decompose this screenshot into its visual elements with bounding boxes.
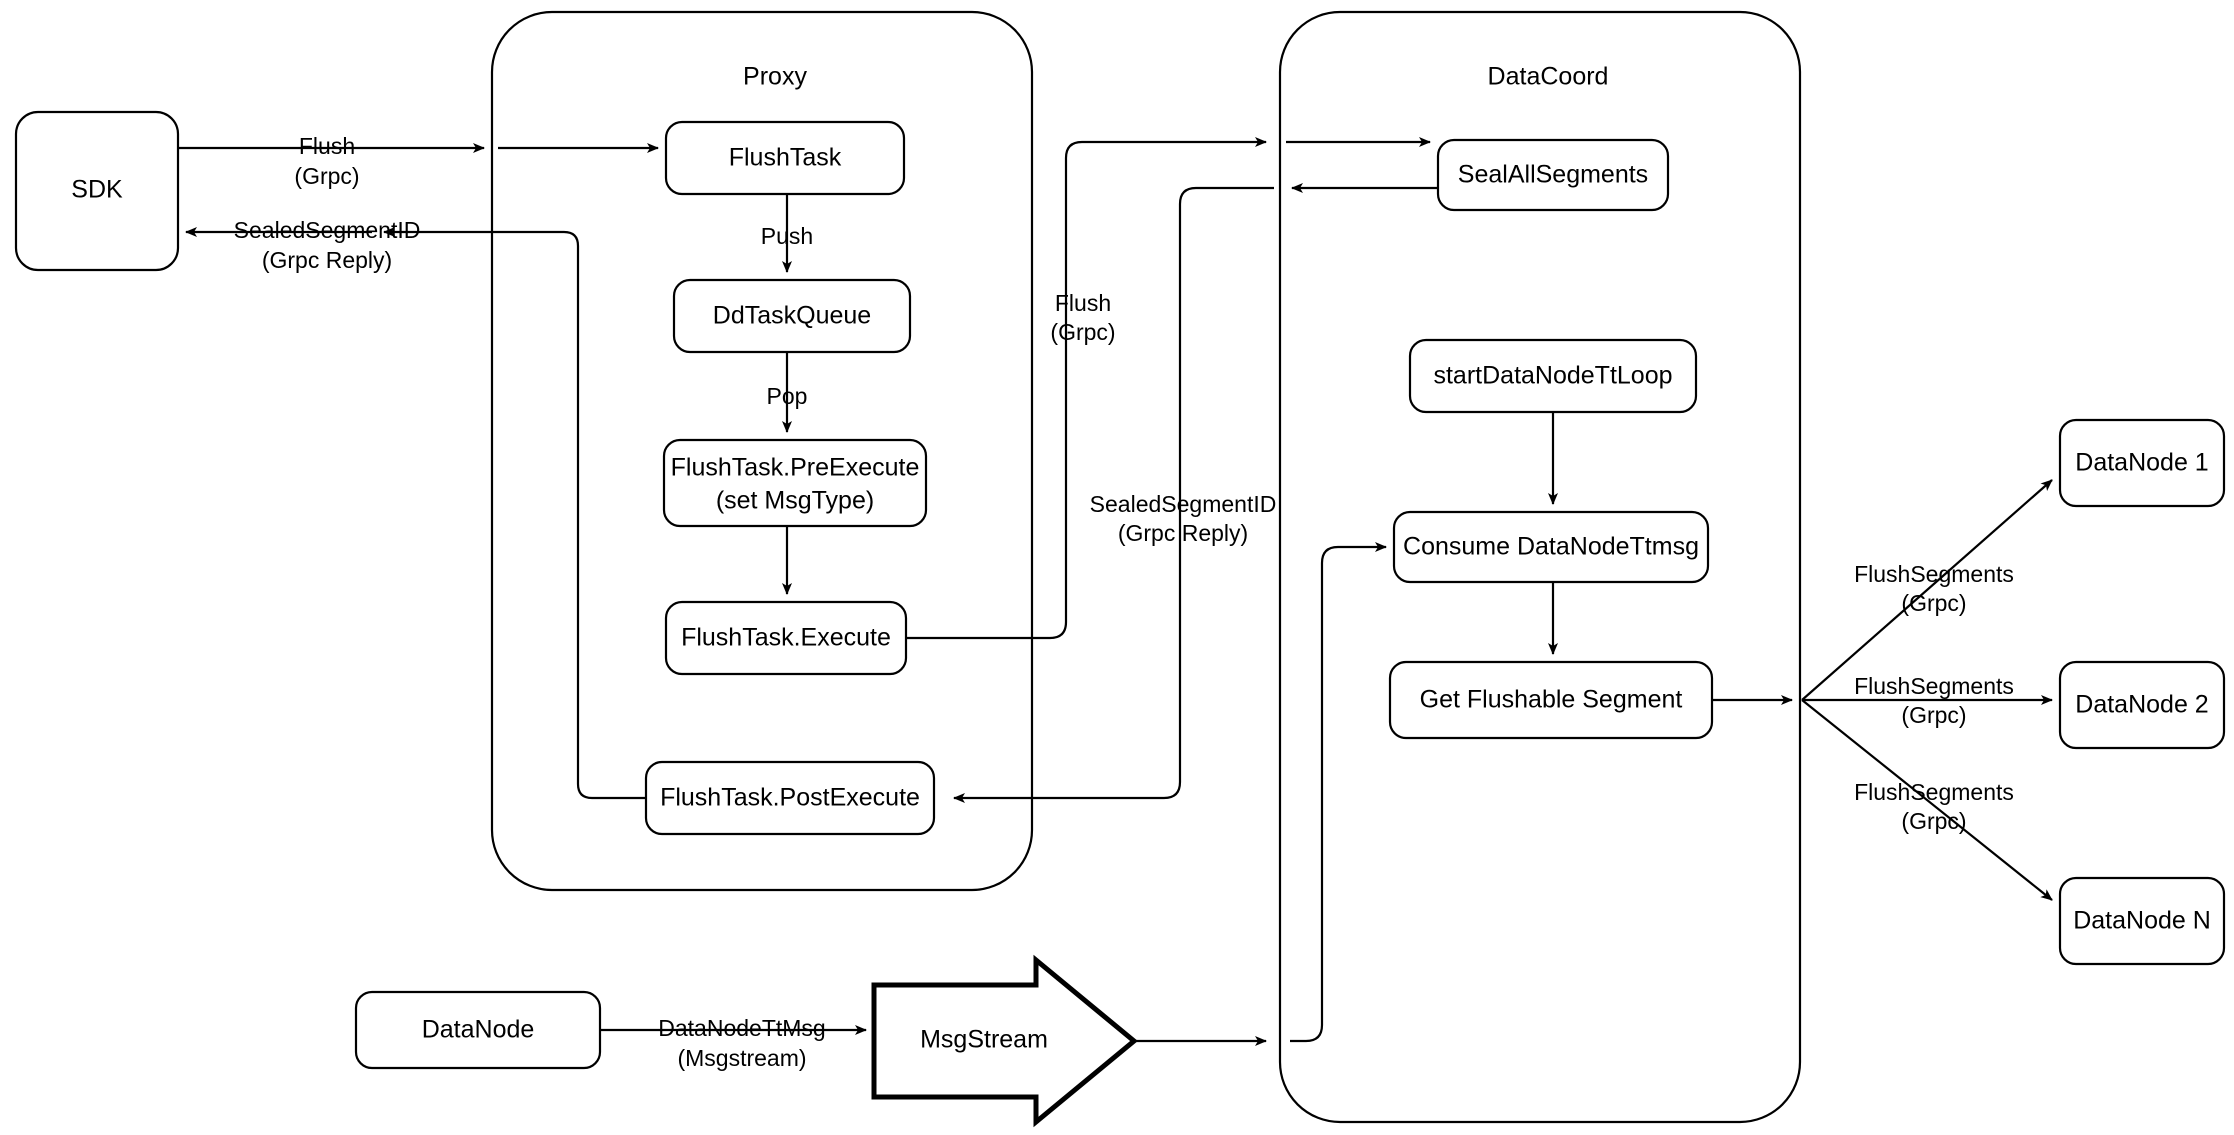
startdatanodettloop-box[interactable]: [1408, 338, 1698, 414]
edge-label-flushsegments-1: FlushSegments (Grpc): [1854, 561, 2014, 616]
datanode-source-label: DataNode: [422, 1016, 535, 1044]
node-datanode-n[interactable]: DataNode N: [2058, 876, 2226, 966]
edge-label-sealedsegmentid-grpc-sdk: SealedSegmentID (Grpc Reply): [234, 217, 421, 273]
node-flushtask-execute[interactable]: FlushTask.Execute: [664, 600, 908, 676]
edge-postexecute-to-sdk-rail: [383, 227, 646, 800]
node-consume-datanodettmsg[interactable]: Consume DataNodeTtmsg: [1392, 510, 1710, 584]
flushtask-preexecute-box[interactable]: [662, 438, 928, 528]
sealallsegments-box[interactable]: [1436, 138, 1670, 212]
sealedsegmentid-grpc-sdk-line1: SealedSegmentID: [234, 217, 421, 243]
flushtask-execute-label: FlushTask.Execute: [681, 624, 891, 652]
sealedsegmentid-grpc-sdk-line2: (Grpc Reply): [262, 247, 392, 273]
sealallsegments-label: SealAllSegments: [1458, 161, 1648, 189]
flushsegments-2-line2: (Grpc): [1901, 702, 1966, 728]
edge-msgstream-rail-to-consume: [1290, 542, 1387, 1043]
sealedsegmentid-grpc-coord-line1: SealedSegmentID: [1090, 491, 1277, 517]
get-flushable-segment-label: Get Flushable Segment: [1420, 686, 1683, 714]
datacoord-container-label: DataCoord: [1488, 63, 1609, 91]
node-ddtaskqueue[interactable]: DdTaskQueue: [672, 278, 912, 354]
edge-label-flushsegments-2: FlushSegments (Grpc): [1854, 673, 2014, 728]
node-startdatanodettloop[interactable]: startDataNodeTtLoop: [1408, 338, 1698, 414]
proxy-container-outline: [490, 10, 1034, 892]
container-proxy: Proxy: [490, 10, 1034, 892]
consume-datanodettmsg-box[interactable]: [1392, 510, 1710, 584]
edge-label-datanodettmsg: DataNodeTtMsg (Msgstream): [658, 1015, 825, 1071]
datanode-n-box[interactable]: [2058, 876, 2226, 966]
push-label: Push: [761, 223, 813, 249]
node-flushtask-postexecute[interactable]: FlushTask.PostExecute: [644, 760, 936, 836]
edge-label-flush-grpc-proxy: Flush (Grpc): [1050, 290, 1115, 345]
get-flushable-segment-box[interactable]: [1388, 660, 1714, 740]
node-datanode-source[interactable]: DataNode: [354, 990, 602, 1070]
flushsegments-n-line2: (Grpc): [1901, 808, 1966, 834]
node-get-flushable-segment[interactable]: Get Flushable Segment: [1388, 660, 1714, 740]
flush-grpc-proxy-line2: (Grpc): [1050, 319, 1115, 345]
edge-datacoord-reply-rail: [953, 186, 1274, 803]
flushtask-postexecute-label: FlushTask.PostExecute: [660, 784, 920, 812]
datacoord-container-outline: [1278, 10, 1802, 1124]
node-flushtask-preexecute[interactable]: FlushTask.PreExecute (set MsgType): [662, 438, 928, 528]
consume-datanodettmsg-label: Consume DataNodeTtmsg: [1403, 533, 1699, 561]
edge-hub-to-datanode-n: [1801, 699, 2053, 901]
edge-label-flushsegments-n: FlushSegments (Grpc): [1854, 779, 2014, 834]
flushsegments-2-line1: FlushSegments: [1854, 673, 2014, 699]
flushtask-preexecute-sublabel: (set MsgType): [716, 487, 874, 515]
node-sdk[interactable]: SDK: [14, 110, 180, 272]
flushsegments-1-line2: (Grpc): [1901, 590, 1966, 616]
datanode-n-label: DataNode N: [2073, 907, 2211, 935]
node-msgstream[interactable]: MsgStream: [871, 954, 1138, 1128]
flushtask-preexecute-label: FlushTask.PreExecute: [671, 454, 920, 482]
sdk-label: SDK: [71, 176, 123, 204]
msgstream-block-arrow[interactable]: [871, 954, 1138, 1128]
container-datacoord: DataCoord: [1278, 10, 1802, 1124]
sealedsegmentid-grpc-coord-line2: (Grpc Reply): [1118, 520, 1248, 546]
datanode-2-box[interactable]: [2058, 660, 2226, 750]
datanode-source-box[interactable]: [354, 990, 602, 1070]
node-datanode-1[interactable]: DataNode 1: [2058, 418, 2226, 508]
proxy-container-label: Proxy: [743, 63, 807, 91]
edge-label-push: Push: [761, 223, 813, 249]
datanodettmsg-line2: (Msgstream): [677, 1045, 806, 1071]
edge-execute-to-datacoord: [906, 137, 1267, 640]
ddtaskqueue-box[interactable]: [672, 278, 912, 354]
datanodettmsg-line1: DataNodeTtMsg: [658, 1015, 825, 1041]
flushtask-execute-box[interactable]: [664, 600, 908, 676]
datanode-1-box[interactable]: [2058, 418, 2226, 508]
startdatanodettloop-label: startDataNodeTtLoop: [1433, 362, 1672, 390]
flushtask-label: FlushTask: [729, 144, 842, 172]
edge-label-pop: Pop: [767, 383, 808, 409]
flushtask-box[interactable]: [664, 120, 906, 196]
node-sealallsegments[interactable]: SealAllSegments: [1436, 138, 1670, 212]
flushsegments-1-line1: FlushSegments: [1854, 561, 2014, 587]
flush-grpc-sdk-line1: Flush: [299, 133, 355, 159]
flush-grpc-sdk-line2: (Grpc): [294, 163, 359, 189]
flush-grpc-proxy-line1: Flush: [1055, 290, 1111, 316]
sdk-box[interactable]: [14, 110, 180, 272]
node-datanode-2[interactable]: DataNode 2: [2058, 660, 2226, 750]
edge-label-sealedsegmentid-grpc-coord: SealedSegmentID (Grpc Reply): [1090, 491, 1277, 546]
edge-hub-to-datanode-1: [1801, 479, 2053, 701]
datanode-2-label: DataNode 2: [2075, 691, 2208, 719]
flushsegments-n-line1: FlushSegments: [1854, 779, 2014, 805]
edge-label-flush-grpc-sdk: Flush (Grpc): [294, 133, 359, 189]
pop-label: Pop: [767, 383, 808, 409]
msgstream-label: MsgStream: [920, 1026, 1048, 1054]
ddtaskqueue-label: DdTaskQueue: [713, 302, 871, 330]
datanode-1-label: DataNode 1: [2075, 449, 2208, 477]
node-flushtask[interactable]: FlushTask: [664, 120, 906, 196]
flushtask-postexecute-box[interactable]: [644, 760, 936, 836]
